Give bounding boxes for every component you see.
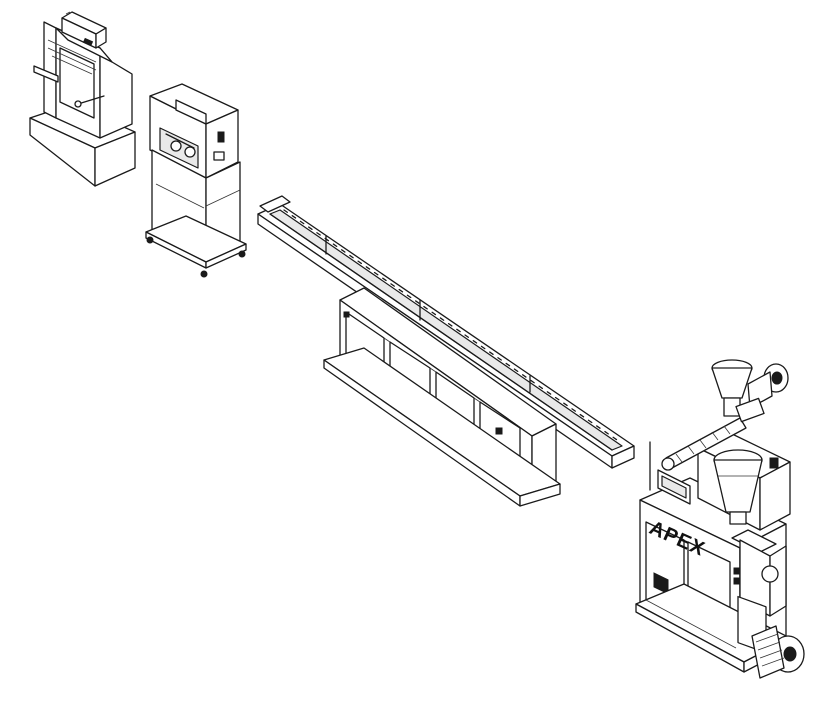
winder-unit xyxy=(29,11,136,187)
cooling-water-tank xyxy=(257,195,635,507)
haul-off-cabinet xyxy=(145,83,247,278)
extruder-barrel xyxy=(661,417,747,471)
lower-hopper xyxy=(713,449,763,525)
top-motor xyxy=(735,363,789,423)
control-panel-screen xyxy=(649,441,691,505)
drive-motor xyxy=(751,625,805,679)
upper-hopper xyxy=(711,359,753,417)
extruder-machine: APEX xyxy=(635,359,805,679)
